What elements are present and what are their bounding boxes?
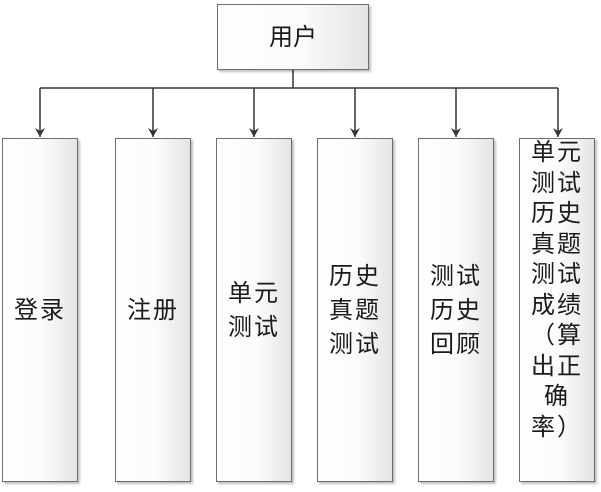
node-label: 测试历史回顾 <box>430 262 482 358</box>
node-test-history-review: 测试历史回顾 <box>418 138 494 482</box>
node-label: 单元测试 <box>228 279 280 341</box>
node-login: 登录 <box>2 138 78 482</box>
node-register: 注册 <box>115 138 191 482</box>
node-past-exam-test: 历史真题测试 <box>317 138 393 482</box>
node-label: 历史真题测试 <box>329 262 381 358</box>
node-label: 注册 <box>127 296 179 324</box>
node-scores: 单元测试历史真题测试成绩（算出正确率） <box>519 138 595 482</box>
root-node-label: 用户 <box>269 23 317 51</box>
node-unit-test: 单元测试 <box>216 138 292 482</box>
root-node-user: 用户 <box>217 4 369 70</box>
node-label: 登录 <box>14 296 66 324</box>
node-label: 单元测试历史真题测试成绩（算出正确率） <box>531 138 583 441</box>
